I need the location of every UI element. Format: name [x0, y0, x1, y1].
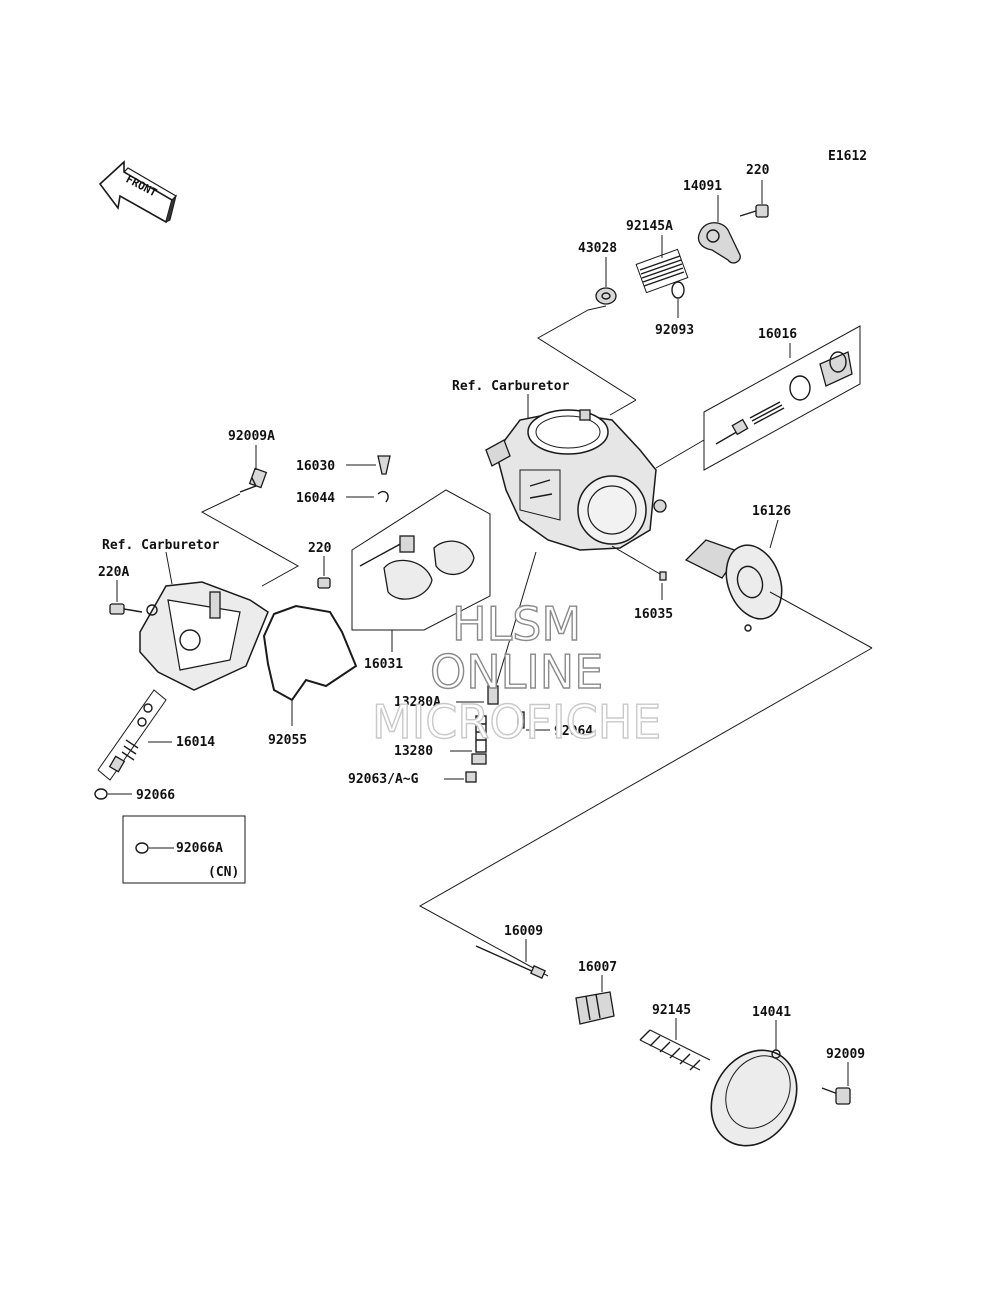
watermark-line3: MICROFICHE — [372, 695, 661, 749]
label-92066A-note: (CN) — [208, 865, 239, 880]
jet-needle-16009 — [475, 945, 546, 979]
needle-valve-16030 — [377, 455, 391, 475]
screw-220A — [109, 603, 143, 615]
label-16031: 16031 — [364, 657, 403, 672]
assembly-line-bottom — [418, 647, 873, 977]
screw-92009 — [821, 1087, 851, 1105]
label-16126: 16126 — [752, 504, 791, 519]
ref-carburetor-top: Ref. Carburetor — [452, 379, 570, 394]
cover-14091 — [697, 222, 741, 264]
diaphragm-16126 — [684, 539, 783, 632]
screw-92009A — [239, 467, 268, 493]
label-14041: 14041 — [752, 1005, 791, 1020]
float-box-16031 — [351, 489, 491, 631]
spring-92145 — [639, 1029, 711, 1071]
diagram-code: E1612 — [828, 149, 867, 164]
gasket-92055 — [262, 604, 358, 702]
label-220A: 220A — [98, 565, 129, 580]
holder-16007 — [575, 991, 615, 1025]
label-16044: 16044 — [296, 491, 335, 506]
watermark-line2: ONLINE — [430, 645, 603, 699]
label-13280: 13280 — [394, 744, 433, 759]
label-92009A: 92009A — [228, 429, 275, 444]
spring-92145A — [635, 248, 689, 294]
label-92066A: 92066A — [176, 841, 223, 856]
label-92145A: 92145A — [626, 219, 673, 234]
label-92093: 92093 — [655, 323, 694, 338]
assembly-box-16014 — [97, 689, 167, 781]
label-220-mid: 220 — [308, 541, 332, 556]
label-16035: 16035 — [634, 607, 673, 622]
ref-carburetor-left: Ref. Carburetor — [102, 538, 220, 553]
label-92063: 92063/A~G — [348, 772, 419, 787]
jet-13280A — [487, 685, 499, 705]
variant-box-92066A: 92066A (CN) — [122, 815, 246, 884]
float-bowl — [139, 581, 269, 691]
label-16016: 16016 — [758, 327, 797, 342]
label-14091: 14091 — [683, 179, 722, 194]
screw-220-top — [739, 204, 769, 218]
label-16007: 16007 — [578, 960, 617, 975]
cover-14041 — [710, 1049, 798, 1147]
label-43028: 43028 — [578, 241, 617, 256]
carburetor-body — [485, 409, 667, 551]
label-92055: 92055 — [268, 733, 307, 748]
plug-92066 — [94, 788, 108, 800]
part-92064 — [517, 711, 525, 729]
watermark: HLSM ONLINE MICROFICHE — [371, 596, 662, 749]
label-220-top: 220 — [746, 163, 770, 178]
jet-13280 — [471, 715, 487, 765]
label-92009: 92009 — [826, 1047, 865, 1062]
leader-ref-carburetor-left — [165, 551, 173, 585]
label-92066: 92066 — [136, 788, 175, 803]
screw-220-mid — [317, 577, 331, 589]
leader-16126 — [769, 519, 779, 549]
label-92064: 92064 — [554, 724, 593, 739]
oring-92093 — [671, 281, 685, 299]
watermark-line1: HLSM — [452, 597, 581, 651]
label-13280A: 13280A — [394, 695, 441, 710]
main-jet-92063 — [465, 771, 477, 783]
label-92145: 92145 — [652, 1003, 691, 1018]
clip-16044 — [377, 490, 389, 503]
label-16014: 16014 — [176, 735, 215, 750]
front-arrow-icon: FRONT — [98, 160, 177, 224]
assembly-line-top — [537, 309, 637, 401]
valve-43028 — [595, 287, 617, 305]
label-16009: 16009 — [504, 924, 543, 939]
screw-16035 — [659, 571, 667, 581]
label-16030: 16030 — [296, 459, 335, 474]
assembly-box-16016 — [703, 325, 861, 471]
